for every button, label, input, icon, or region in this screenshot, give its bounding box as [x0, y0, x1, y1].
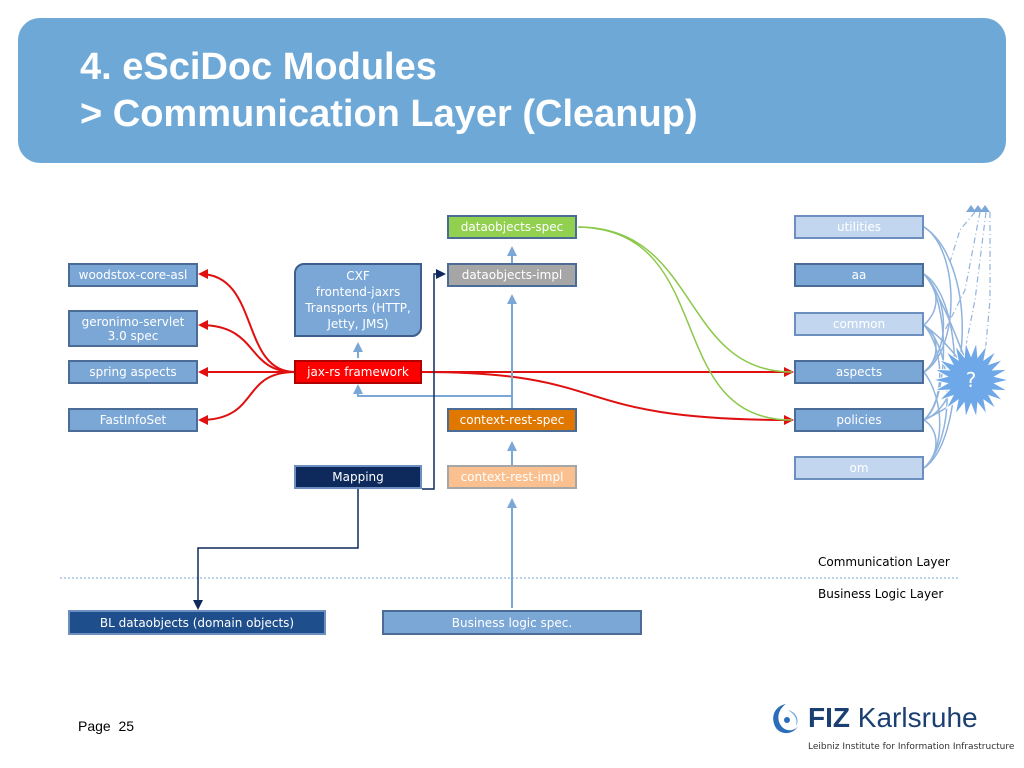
unknown-starburst — [932, 342, 1010, 418]
title-line-1: 4. eSciDoc Modules — [80, 46, 437, 88]
module-context-rest-impl[interactable]: context-rest-impl — [447, 465, 577, 489]
module-label: context-rest-impl — [460, 470, 564, 484]
module-geronimo-servlet[interactable]: geronimo-servlet 3.0 spec — [68, 310, 198, 347]
cxf-line-4: Jetty, JMS) — [327, 317, 389, 331]
page-title: 4. eSciDoc Modules > Communication Layer… — [80, 44, 698, 138]
module-dataobjects-spec[interactable]: dataobjects-spec — [447, 215, 577, 239]
module-label: aa — [851, 268, 867, 282]
module-label: woodstox-core-asl — [78, 268, 188, 282]
module-label: BL dataobjects (domain objects) — [99, 615, 295, 630]
module-context-rest-spec[interactable]: context-rest-spec — [447, 408, 577, 432]
module-spring-aspects[interactable]: spring aspects — [68, 360, 198, 384]
unknown-links — [944, 211, 991, 356]
red-arrows-left — [198, 269, 296, 425]
module-label: context-rest-spec — [459, 413, 565, 427]
module-label: dataobjects-spec — [460, 220, 564, 234]
page-label: Page — [78, 718, 111, 734]
page-number: Page 25 — [78, 718, 134, 734]
module-utilities[interactable]: utilities — [794, 215, 924, 239]
module-bl-dataobjects[interactable]: BL dataobjects (domain objects) — [68, 610, 326, 635]
module-label: utilities — [837, 220, 881, 234]
module-cxf[interactable]: CXF frontend-jaxrs Transports (HTTP, Jet… — [294, 263, 422, 337]
module-fastinfoset[interactable]: FastInfoSet — [68, 408, 198, 432]
module-om[interactable]: om — [794, 456, 924, 480]
logo-wordmark: FIZ Karlsruhe — [808, 702, 978, 734]
right-module-links — [923, 226, 976, 469]
blue-connectors — [353, 246, 517, 608]
dark-arrows — [193, 269, 446, 610]
green-arrows — [577, 226, 793, 421]
module-jaxrs-framework[interactable]: jax-rs framework — [294, 360, 422, 384]
module-business-logic-spec[interactable]: Business logic spec. — [382, 610, 642, 635]
module-label: geronimo-servlet 3.0 spec — [81, 314, 185, 343]
module-dataobjects-impl[interactable]: dataobjects-impl — [447, 263, 577, 287]
title-line-2: > Communication Layer (Cleanup) — [80, 93, 698, 135]
module-aspects[interactable]: aspects — [794, 360, 924, 384]
module-label: jax-rs framework — [307, 365, 409, 379]
communication-layer-label: Communication Layer — [818, 555, 950, 569]
logo-bold-part: FIZ — [808, 702, 850, 733]
cxf-line-2: frontend-jaxrs — [315, 285, 401, 299]
module-mapping[interactable]: Mapping — [294, 465, 422, 489]
module-label: dataobjects-impl — [461, 268, 563, 282]
module-label: FastInfoSet — [99, 413, 167, 427]
cxf-line-3: Transports (HTTP, — [305, 301, 411, 315]
business-logic-layer-label: Business Logic Layer — [818, 587, 944, 601]
module-aa[interactable]: aa — [794, 263, 924, 287]
title-banner: 4. eSciDoc Modules > Communication Layer… — [18, 18, 1006, 163]
module-label: common — [832, 317, 886, 331]
module-label: spring aspects — [89, 365, 177, 379]
page-number-value: 25 — [118, 718, 135, 734]
unknown-marker-label: ? — [965, 368, 977, 392]
fiz-swirl-icon — [773, 704, 798, 734]
module-label: om — [849, 461, 869, 475]
logo-regular-part: Karlsruhe — [857, 702, 978, 733]
fiz-karlsruhe-logo: FIZ Karlsruhe Leibniz Institute for Info… — [768, 700, 1014, 760]
logo-subtitle: Leibniz Institute for Information Infras… — [808, 742, 1015, 752]
red-arrows-right — [421, 367, 794, 425]
unknown-triangles — [966, 205, 990, 212]
cxf-line-1: CXF — [346, 269, 370, 283]
module-label: Business logic spec. — [451, 615, 573, 630]
module-woodstox-core-asl[interactable]: woodstox-core-asl — [68, 263, 198, 287]
module-label: policies — [836, 413, 882, 427]
module-common[interactable]: common — [794, 312, 924, 336]
module-label: Mapping — [332, 470, 384, 484]
module-label: aspects — [835, 365, 883, 379]
module-policies[interactable]: policies — [794, 408, 924, 432]
